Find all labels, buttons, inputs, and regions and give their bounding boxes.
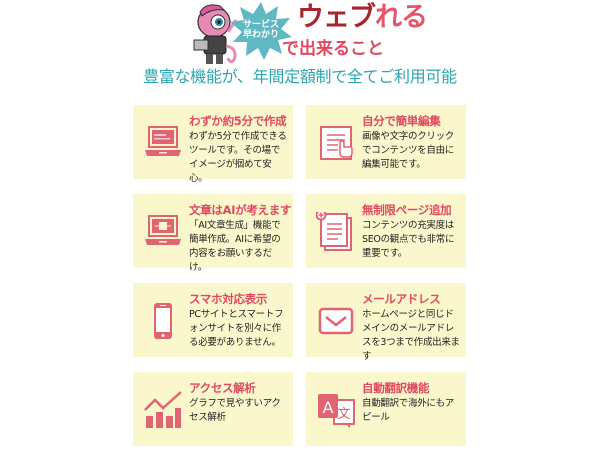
smartphone-icon xyxy=(154,303,172,339)
feature-description: コンテンツの充実度はSEOの観点でも非常に重要です。 xyxy=(362,220,455,259)
brand-title-pink: れる xyxy=(375,2,428,33)
feature-title: 文章はAIが考えます xyxy=(189,203,292,217)
feature-title: アクセス解析 xyxy=(189,381,256,395)
feature-title: 無制限ページ追加 xyxy=(362,203,452,217)
feature-description: 自動翻訳で海外にもアピール xyxy=(362,398,455,423)
svg-text:文: 文 xyxy=(337,407,350,422)
badge-line-1: サービス xyxy=(242,20,279,30)
feature-card-analytics: アクセス解析 グラフで見やすいアクセス解析 xyxy=(133,372,293,446)
feature-card-translation: 文 A 自動翻訳機能 自動翻訳で海外にもアピール xyxy=(306,372,466,446)
document-edit-icon xyxy=(320,126,353,160)
header: サービス 早わかり ウェブれる で出来ること 豊富な機能が、年間定額制で全てご利… xyxy=(0,0,600,95)
feature-card-unlimited-pages: 無制限ページ追加 コンテンツの充実度はSEOの観点でも非常に重要です。 xyxy=(306,194,466,268)
brand-title-dark: ウェブ xyxy=(297,2,376,33)
feature-card-ai-writing: 文章はAIが考えます 「AI文章生成」機能で簡単作成。AIに希望の内容をお願いす… xyxy=(133,194,293,273)
mascot-icon xyxy=(193,4,238,64)
feature-title: 自動翻訳機能 xyxy=(362,381,430,395)
feature-description: PCサイトとスマートフォンサイトを別々に作る必要がありません。 xyxy=(189,309,284,348)
tagline: 豊富な機能が、年間定額制で全てご利用可能 xyxy=(143,67,457,86)
translate-icon: 文 A xyxy=(318,394,355,428)
feature-card-quick-create: わずか約5分で作成 わずか5分で作成できるツールです。その場でイメージが掴めて安… xyxy=(133,105,293,184)
analytics-chart-icon xyxy=(144,391,182,428)
mail-icon xyxy=(318,307,354,335)
feature-description: わずか5分で作成できるツールです。その場でイメージが掴めて安心。 xyxy=(189,131,287,184)
feature-description: 画像や文字のクリックでコンテンツを自由に編集可能です。 xyxy=(362,131,455,170)
feature-description: グラフで見やすいアクセス解析 xyxy=(189,398,281,423)
feature-card-easy-edit: 自分で簡単編集 画像や文字のクリックでコンテンツを自由に編集可能です。 xyxy=(306,105,466,179)
brand-title: ウェブれる xyxy=(297,2,428,34)
ai-laptop-icon xyxy=(145,215,181,245)
svg-text:A: A xyxy=(323,398,334,417)
laptop-icon xyxy=(145,126,181,156)
service-overview-badge: サービス 早わかり xyxy=(230,2,292,60)
badge-line-2: 早わかり xyxy=(242,30,279,40)
feature-card-mobile: スマホ対応表示 PCサイトとスマートフォンサイトを別々に作る必要がありません。 xyxy=(133,283,293,357)
feature-title: 自分で簡単編集 xyxy=(362,114,441,128)
feature-title: わずか約5分で作成 xyxy=(189,114,287,128)
add-page-icon xyxy=(316,212,352,251)
feature-description: ホームページと同じドメインのメールアドレスを3つまで作成出来ます xyxy=(362,309,460,362)
feature-title: メールアドレス xyxy=(362,292,441,306)
feature-title: スマホ対応表示 xyxy=(189,292,268,306)
brand-subtitle: で出来ること xyxy=(282,39,384,59)
feature-card-email: メールアドレス ホームページと同じドメインのメールアドレスを3つまで作成出来ます xyxy=(306,283,466,362)
feature-description: 「AI文章生成」機能で簡単作成。AIに希望の内容をお願いするだけ。 xyxy=(189,220,281,273)
starburst-icon xyxy=(230,2,292,60)
